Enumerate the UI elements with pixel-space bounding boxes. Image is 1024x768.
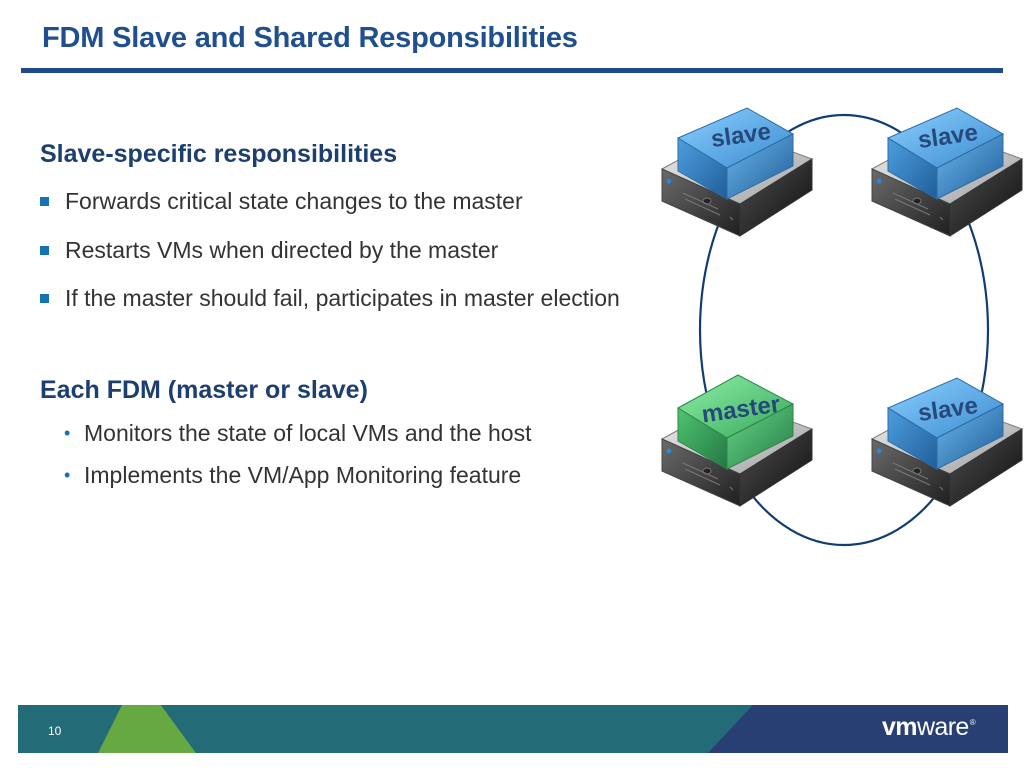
slave-responsibility-item: Restarts VMs when directed by the master bbox=[40, 235, 498, 265]
slave-responsibility-item: If the master should fail, participates … bbox=[40, 283, 620, 313]
slide-title: FDM Slave and Shared Responsibilities bbox=[42, 22, 578, 54]
server-status-light-icon bbox=[666, 178, 672, 184]
footer-bar bbox=[18, 705, 1008, 753]
slave-cube-side bbox=[726, 133, 794, 200]
slave-responsibility-item: Forwards critical state changes to the m… bbox=[40, 186, 523, 216]
server-side bbox=[949, 428, 1023, 507]
title-divider bbox=[21, 68, 1003, 73]
shared-responsibility-text: Monitors the state of local VMs and the … bbox=[84, 420, 532, 446]
footer-navy-band bbox=[708, 705, 1008, 753]
server-bay-lines-icon bbox=[892, 462, 944, 491]
slave-responsibility-text: Forwards critical state changes to the m… bbox=[65, 188, 523, 214]
slave-responsibility-text: If the master should fail, participates … bbox=[65, 285, 620, 311]
shared-responsibility-item: • Implements the VM/App Monitoring featu… bbox=[64, 460, 521, 490]
server-bay-lines-icon bbox=[682, 462, 734, 491]
square-bullet-icon bbox=[40, 196, 49, 206]
registered-mark: ® bbox=[969, 718, 976, 727]
slave-cube-side bbox=[936, 133, 1004, 200]
page-number: 10 bbox=[48, 724, 62, 738]
square-bullet-icon bbox=[40, 293, 49, 303]
slave-server-node: slave bbox=[870, 107, 1024, 237]
footer-left-teal-band bbox=[18, 705, 122, 753]
server-bay-lines-icon bbox=[892, 192, 944, 221]
master-server-node: master bbox=[660, 374, 814, 507]
slave-cube-side bbox=[936, 403, 1004, 470]
square-bullet-icon bbox=[40, 245, 49, 255]
vmware-logo: vmware® bbox=[882, 712, 976, 748]
footer-teal-band bbox=[161, 705, 753, 753]
footer-graphic bbox=[18, 705, 1008, 753]
slave-responsibilities-heading: Slave-specific responsibilities bbox=[40, 140, 398, 168]
server-status-light-icon bbox=[666, 448, 672, 454]
server-side bbox=[949, 158, 1023, 237]
server-status-light-icon bbox=[876, 448, 882, 454]
master-cube-side bbox=[726, 403, 794, 470]
slave-server-node: slave bbox=[870, 377, 1024, 507]
vmware-logo-primary: vm bbox=[882, 713, 918, 741]
shared-responsibility-item: • Monitors the state of local VMs and th… bbox=[64, 418, 531, 448]
dot-bullet-icon: • bbox=[64, 423, 71, 443]
slave-responsibility-text: Restarts VMs when directed by the master bbox=[65, 237, 499, 263]
server-bay-lines-icon bbox=[682, 192, 734, 221]
server-side bbox=[739, 428, 813, 507]
shared-responsibility-text: Implements the VM/App Monitoring feature bbox=[84, 462, 522, 488]
vmware-logo-secondary: ware bbox=[916, 713, 969, 741]
dot-bullet-icon: • bbox=[64, 465, 71, 485]
cluster-ring bbox=[698, 113, 990, 547]
server-side bbox=[739, 158, 813, 237]
slave-server-node: slave bbox=[660, 107, 814, 237]
fdm-cluster-diagram: slave slave master bbox=[660, 107, 1024, 547]
shared-responsibilities-heading: Each FDM (master or slave) bbox=[40, 376, 368, 404]
server-status-light-icon bbox=[876, 178, 882, 184]
footer-green-band bbox=[98, 705, 196, 753]
